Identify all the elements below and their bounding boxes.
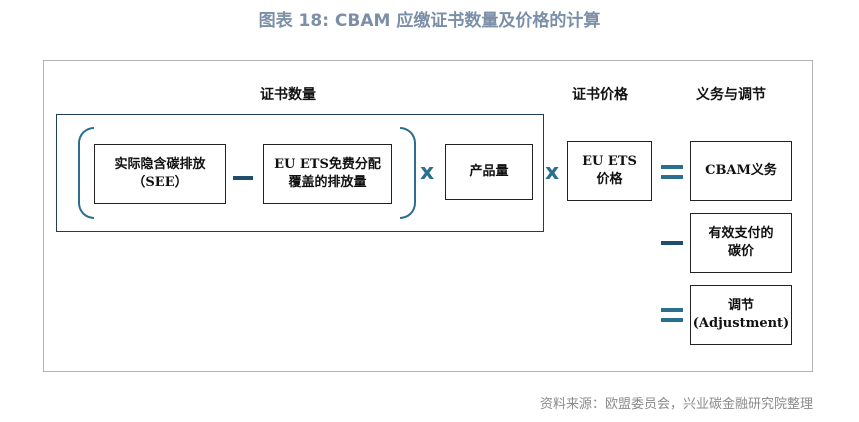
price-label: 价格 bbox=[596, 172, 623, 187]
label-cert-price: 证书价格 bbox=[572, 87, 628, 103]
carbon-price-label: 碳价 bbox=[727, 244, 754, 259]
label-obligation-adjust: 义务与调节 bbox=[696, 87, 766, 103]
figure-title: 图表 18: CBAM 应缴证书数量及价格的计算 bbox=[258, 11, 601, 31]
product-quantity-label: 产品量 bbox=[469, 164, 509, 179]
minus-sign bbox=[233, 176, 253, 180]
source-note: 资料来源：欧盟委员会，兴业碳金融研究院整理 bbox=[539, 397, 813, 412]
see-label: 实际隐含碳排放 bbox=[114, 157, 206, 172]
effective-paid-label: 有效支付的 bbox=[708, 226, 774, 241]
adjustment-box: 调节 (Adjustment) bbox=[690, 285, 792, 345]
right-bracket bbox=[400, 127, 416, 219]
diagram-frame bbox=[43, 60, 813, 372]
adjustment-label: 调节 bbox=[727, 298, 754, 313]
cbam-obligation-label: CBAM义务 bbox=[705, 163, 777, 178]
left-bracket bbox=[78, 127, 94, 219]
adjustment-english-label: (Adjustment) bbox=[692, 316, 790, 331]
eu-ets-price-box: EU ETS 价格 bbox=[567, 141, 652, 201]
equals-sign bbox=[661, 165, 683, 179]
minus-sign-2 bbox=[661, 241, 683, 245]
eu-ets-free-allocation-box: EU ETS免费分配 覆盖的排放量 bbox=[263, 144, 392, 204]
multiply-sign-1: x bbox=[420, 160, 435, 185]
effective-carbon-price-box: 有效支付的 碳价 bbox=[690, 213, 792, 273]
see-abbrev: （SEE） bbox=[132, 175, 188, 190]
label-cert-quantity: 证书数量 bbox=[260, 87, 316, 103]
see-box: 实际隐含碳排放 （SEE） bbox=[94, 144, 226, 204]
eu-ets-price-label: EU ETS bbox=[582, 154, 637, 169]
covered-emissions-label: 覆盖的排放量 bbox=[288, 175, 367, 190]
eu-ets-free-label: EU ETS免费分配 bbox=[274, 157, 381, 172]
equals-sign-2 bbox=[661, 308, 683, 322]
cert-quantity-group bbox=[56, 114, 544, 232]
multiply-sign-2: x bbox=[545, 160, 560, 185]
cbam-obligation-box: CBAM义务 bbox=[690, 141, 792, 201]
product-quantity-box: 产品量 bbox=[445, 144, 533, 200]
